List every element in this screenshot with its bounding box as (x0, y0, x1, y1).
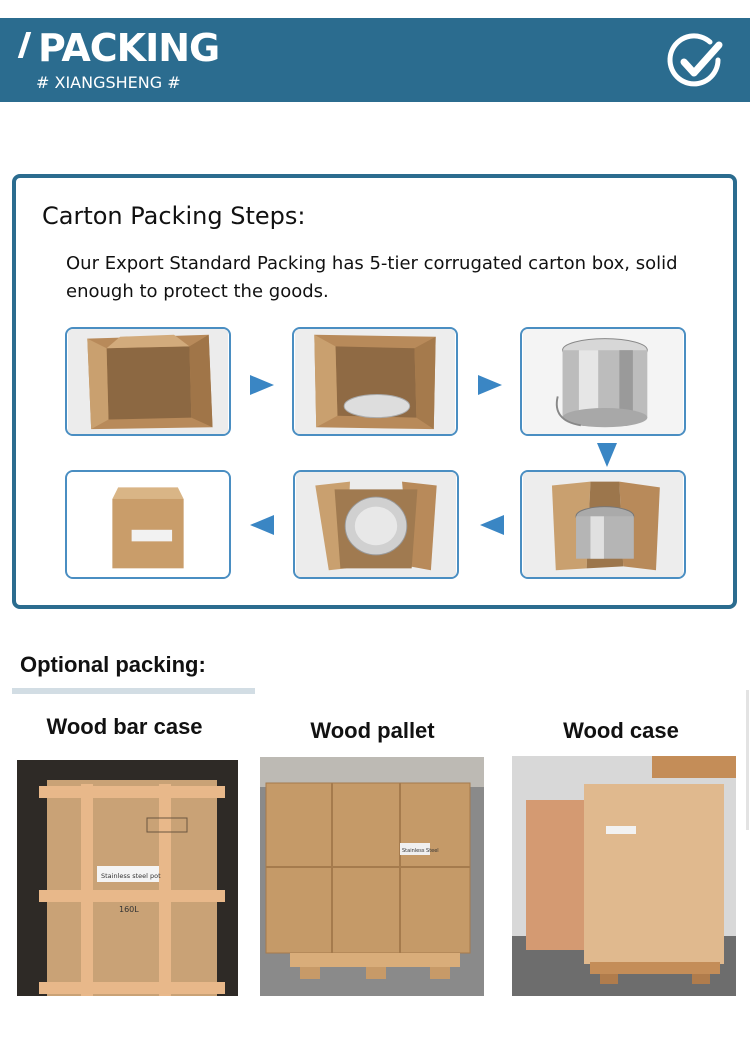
slash-decoration (17, 32, 32, 58)
pallet-box-label: Stainless Steel (402, 848, 439, 854)
wood-pallet-image: Stainless Steel (260, 757, 484, 996)
sealed-carton-image (68, 472, 228, 577)
steel-pot-image (523, 329, 683, 434)
header-banner: PACKING # XIANGSHENG # (0, 18, 750, 102)
wood-bar-case-image: Stainless steel pot 160L (17, 760, 238, 996)
page-title: PACKING (38, 26, 220, 70)
arrow-down-icon (597, 443, 617, 467)
wood-pallet-photo: Stainless Steel (260, 757, 484, 996)
step-4-image (520, 470, 686, 579)
wood-bar-case-photo: Stainless steel pot 160L (17, 760, 238, 996)
arrow-left-icon (480, 515, 504, 535)
wood-case-image (512, 756, 736, 996)
box-capacity-text: 160L (119, 905, 139, 914)
arrow-right-icon (478, 375, 502, 395)
wood-pallet-label: Wood pallet (310, 718, 435, 743)
pot-in-carton-image (523, 472, 683, 577)
arrow-left-icon (250, 515, 274, 535)
carton-title: Carton Packing Steps: (42, 202, 306, 230)
arrow-right-icon (250, 375, 274, 395)
carton-description: Our Export Standard Packing has 5-tier c… (66, 253, 678, 302)
empty-carton-image (68, 329, 228, 434)
step-3-image (520, 327, 686, 436)
step-1-image (65, 327, 231, 436)
carton-top-pad-image (296, 472, 456, 577)
carton-base-pad-image (295, 329, 455, 434)
step-6-image (65, 470, 231, 579)
box-label-text: Stainless steel pot (101, 872, 161, 880)
scroll-edge-line (746, 690, 749, 830)
wood-bar-case-label: Wood bar case (46, 714, 203, 739)
page-subtitle: # XIANGSHENG # (36, 73, 181, 92)
wood-case-label: Wood case (563, 718, 679, 743)
check-circle-icon (667, 33, 723, 87)
step-2-image (292, 327, 458, 436)
wood-case-photo (512, 756, 736, 996)
title-underline-bar (12, 688, 255, 694)
optional-packing-title: Optional packing: (20, 652, 206, 677)
step-5-image (293, 470, 459, 579)
